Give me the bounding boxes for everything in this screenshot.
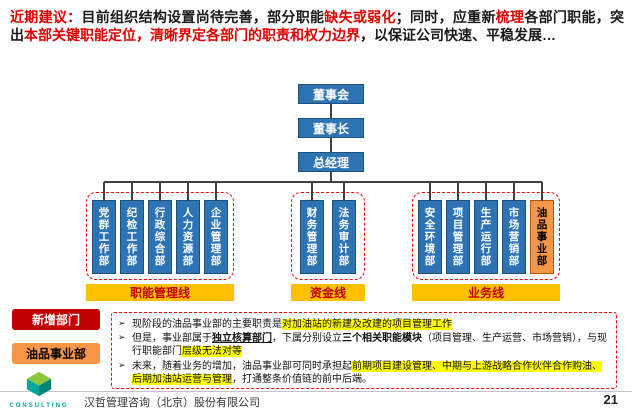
connector-line bbox=[330, 138, 332, 152]
footer-divider bbox=[0, 391, 632, 392]
legend-new-department: 新增部门 bbox=[12, 309, 100, 330]
org-node-general-manager: 总经理 bbox=[298, 152, 364, 172]
dept-box-marketing: 市场营销部 bbox=[502, 182, 526, 274]
note-text: 但是，事业部属于独立核算部门，下属分别设立三个相关职能模块（项目管理、生产运营、… bbox=[132, 332, 608, 358]
note-segment-highlight: 层级无法对等 bbox=[182, 346, 242, 358]
company-logo: CONSULTING bbox=[8, 371, 70, 409]
recommendation-text: 近期建议：目前组织结构设置尚待完善，部分职能缺失或弱化；同时，应重新梳理各部门职… bbox=[10, 8, 624, 45]
note-text: 未来，随着业务的增加，油品事业部可同时承担起前期项目建设管理、中期与上游战略合作… bbox=[132, 360, 608, 386]
header-segment: 缺失或弱化 bbox=[324, 9, 396, 25]
note-segment: （项目管理、生产运营、市场营销），与现行职能部门 bbox=[132, 333, 607, 358]
note-segment-emphasis: 独立核算部门 bbox=[212, 333, 272, 345]
note-segment: 但是，事业部属于 bbox=[132, 333, 212, 345]
header-segment: ；同时，应重新 bbox=[395, 9, 496, 25]
legend-oil-division: 油品事业部 bbox=[12, 343, 100, 364]
arrow-bullet-icon: ➢ bbox=[118, 332, 126, 343]
arrow-bullet-icon: ➢ bbox=[118, 318, 126, 328]
company-name: 汉哲管理咨询（北京）股份有限公司 bbox=[84, 397, 260, 409]
header-segment: 目前组织结构设置尚待完善，部分职能 bbox=[81, 9, 325, 25]
page-number: 21 bbox=[603, 392, 618, 407]
group-functional-border: 党群工作部 纪检工作部 行政综合部 人力资源部 企业管理部 bbox=[86, 182, 234, 280]
dept-box-admin: 行政综合部 bbox=[148, 182, 172, 274]
group-label-functional: 职能管理线 bbox=[86, 284, 234, 301]
header-segment: 本部关键职能定位，清晰界定各部门的职责和权力边界 bbox=[24, 27, 360, 44]
note-bullet: ➢ 现阶段的油品事业部的主要职责是对加油站的新建及改建的项目管理工作 bbox=[118, 318, 608, 331]
org-node-board: 董事会 bbox=[298, 84, 364, 104]
group-business-border: 安全环境部 项目管理部 生产运行部 市场营销部 油品事业部 bbox=[412, 182, 560, 280]
note-bullet: ➢ 未来，随着业务的增加，油品事业部可同时承担起前期项目建设管理、中期与上游战略… bbox=[118, 360, 608, 386]
note-segment-highlight: 对加油站的新建及改建的项目管理工作 bbox=[282, 319, 452, 330]
dept-box-safety-env: 安全环境部 bbox=[418, 182, 442, 274]
header-segment: ，以保证公司快速、平稳发展… bbox=[360, 27, 556, 44]
connector-horizontal-line bbox=[104, 181, 542, 183]
dept-box-hr: 人力资源部 bbox=[176, 182, 200, 274]
group-capital-border: 财务管理部 法务审计部 bbox=[291, 182, 365, 280]
header-segment: 近期建议： bbox=[10, 9, 82, 25]
dept-box-finance: 财务管理部 bbox=[300, 182, 324, 274]
logo-cube-icon bbox=[26, 371, 52, 397]
org-node-chairman: 董事长 bbox=[298, 118, 364, 138]
connector-line bbox=[330, 104, 332, 118]
note-segment: 现阶段的油品事业部的主要职责是 bbox=[132, 319, 282, 330]
group-label-business: 业务线 bbox=[412, 284, 560, 301]
note-text: 现阶段的油品事业部的主要职责是对加油站的新建及改建的项目管理工作 bbox=[132, 318, 452, 331]
dept-box-legal-audit: 法务审计部 bbox=[332, 182, 356, 274]
note-segment-bold: 三个相关职能模块 bbox=[342, 333, 422, 345]
note-bullet: ➢ 但是，事业部属于独立核算部门，下属分别设立三个相关职能模块（项目管理、生产运… bbox=[118, 332, 608, 358]
header-segment: 梳理 bbox=[495, 9, 525, 25]
header-segment: 各部门职能，突出 bbox=[10, 9, 625, 44]
logo-wordmark: CONSULTING bbox=[9, 403, 69, 409]
note-segment: ，下属分别设立 bbox=[272, 333, 342, 345]
dept-box-discipline: 纪检工作部 bbox=[120, 182, 144, 274]
note-segment: ，打通整条价值链的前中后端。 bbox=[232, 373, 372, 385]
dept-box-production: 生产运行部 bbox=[474, 182, 498, 274]
note-segment: 未来，随着业务的增加，油品事业部可同时承担起 bbox=[132, 360, 352, 372]
dept-box-enterprise-mgmt: 企业管理部 bbox=[204, 182, 228, 274]
dept-box-project-mgmt: 项目管理部 bbox=[446, 182, 470, 274]
arrow-bullet-icon: ➢ bbox=[118, 359, 126, 370]
notes-panel: ➢ 现阶段的油品事业部的主要职责是对加油站的新建及改建的项目管理工作 ➢ 但是，… bbox=[111, 312, 617, 389]
connector-line bbox=[330, 172, 332, 181]
dept-box-party: 党群工作部 bbox=[92, 182, 116, 274]
dept-box-oil-division: 油品事业部 bbox=[530, 182, 554, 274]
group-label-capital: 资金线 bbox=[291, 284, 365, 301]
